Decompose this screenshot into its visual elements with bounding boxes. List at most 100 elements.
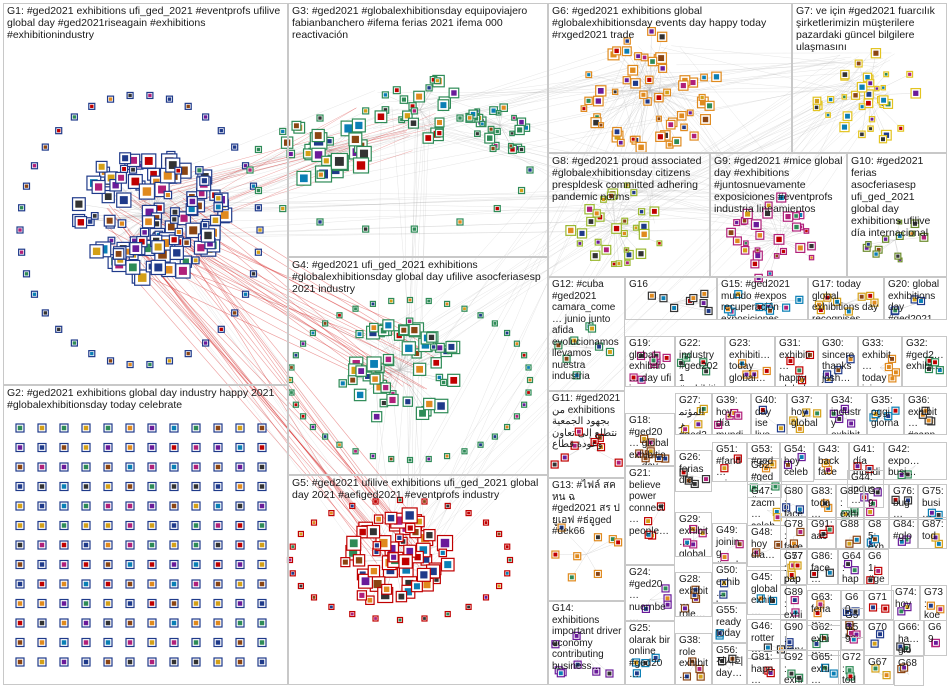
- node-avatar: [215, 601, 221, 606]
- node-avatar: [61, 542, 67, 548]
- node-avatar: [334, 156, 344, 166]
- node-avatar: [458, 116, 462, 120]
- node-avatar: [434, 577, 439, 582]
- group-panel-g29: G29: exhibit… global day…: [675, 512, 712, 557]
- node-avatar: [658, 55, 665, 62]
- node-avatar: [394, 88, 399, 93]
- cross-group-edge: [157, 205, 787, 224]
- cluster-edge: [644, 57, 651, 91]
- group-panel-g88: G88: [836, 517, 864, 549]
- node-avatar: [412, 528, 419, 536]
- node-avatar: [505, 425, 509, 429]
- node-avatar: [389, 396, 396, 404]
- node-avatar: [251, 272, 256, 276]
- node-avatar: [636, 54, 641, 59]
- node-avatar: [444, 561, 452, 569]
- node-avatar: [180, 214, 188, 222]
- group-panel-g79: G79: [864, 484, 889, 520]
- node-avatar: [374, 617, 377, 620]
- node-avatar: [256, 188, 261, 193]
- node-avatar: [215, 425, 221, 431]
- cluster-edge: [561, 527, 587, 555]
- node-avatar: [219, 128, 223, 133]
- node-avatar: [233, 145, 237, 149]
- node-avatar: [105, 425, 111, 431]
- node-avatar: [381, 590, 390, 600]
- node-avatar: [522, 353, 526, 357]
- cross-group-edge: [644, 92, 890, 202]
- group-label: G18: #ged20… global exhibitio… day 2021 …: [629, 415, 669, 465]
- group-label: G20: global exhibitions day #ged2021…: [888, 279, 943, 320]
- group-label: G21: believe power connect… people…: [629, 468, 670, 537]
- node-avatar: [427, 86, 431, 90]
- node-avatar: [493, 322, 497, 325]
- node-avatar: [83, 581, 89, 587]
- node-avatar: [215, 659, 221, 665]
- highlighted-edge: [128, 236, 394, 556]
- cross-group-edge: [416, 128, 772, 228]
- node-avatar: [149, 659, 155, 665]
- node-avatar: [108, 97, 113, 101]
- cluster-edge: [399, 369, 427, 412]
- node-avatar: [435, 79, 439, 83]
- node-avatar: [429, 567, 437, 576]
- cluster-edge: [827, 94, 869, 116]
- cross-group-edge: [769, 58, 867, 200]
- cluster-edge: [779, 197, 782, 241]
- node-avatar: [259, 425, 265, 431]
- group-panel-g15: G15: #ged2021 mundo #expos recuperación …: [717, 277, 808, 320]
- node-avatar: [423, 581, 431, 589]
- node-avatar: [115, 250, 122, 257]
- group-panel-g82: G82: exhi…: [836, 484, 864, 520]
- node-avatar: [481, 122, 484, 126]
- node-avatar: [193, 640, 199, 645]
- node-avatar: [641, 92, 646, 97]
- node-avatar: [127, 542, 133, 548]
- node-avatar: [256, 206, 261, 210]
- node-avatar: [153, 215, 160, 221]
- cross-group-edge: [417, 64, 640, 379]
- group-label: G65: exhi…: [811, 652, 833, 685]
- cross-group-edge: [117, 224, 377, 577]
- node-avatar: [193, 562, 199, 567]
- node-avatar: [657, 117, 661, 121]
- cross-group-edge: [647, 190, 758, 198]
- node-avatar: [314, 132, 322, 139]
- group-label: G12: #cuba #ged2021 camara_come… junio j…: [552, 279, 619, 382]
- node-avatar: [386, 566, 395, 575]
- node-avatar: [416, 518, 422, 525]
- node-avatar: [108, 359, 113, 363]
- cross-group-edge: [638, 46, 790, 211]
- cluster-edge: [614, 211, 642, 226]
- cluster-edge: [614, 185, 628, 226]
- node-avatar: [171, 562, 177, 567]
- cross-group-edge: [783, 95, 890, 214]
- cross-group-edge: [648, 82, 661, 228]
- node-avatar: [479, 313, 482, 317]
- cross-group-edge: [638, 59, 891, 192]
- node-avatar: [215, 562, 221, 567]
- node-avatar: [656, 95, 662, 100]
- group-label: G80: face…: [784, 486, 803, 517]
- group-panel-g14: G14: exhibitions important driver econom…: [548, 601, 625, 685]
- group-panel-g53: G53: #ged… #eve…: [747, 442, 780, 482]
- group-label: G66: ha… glo…: [898, 622, 920, 656]
- node-avatar: [391, 392, 395, 396]
- node-avatar: [154, 243, 162, 251]
- cluster-edge: [649, 89, 666, 136]
- node-avatar: [467, 511, 470, 515]
- node-avatar: [61, 484, 67, 489]
- node-avatar: [394, 516, 403, 525]
- node-avatar: [397, 535, 402, 540]
- node-avatar: [204, 231, 212, 240]
- node-avatar: [201, 178, 207, 184]
- node-avatar: [158, 250, 167, 259]
- group-label: G67: [868, 657, 887, 668]
- node-avatar: [402, 565, 411, 574]
- cross-group-edge: [390, 117, 424, 562]
- cluster-edge: [894, 222, 901, 241]
- group-panel-g38: G38: role exhibit…: [675, 633, 712, 685]
- node-avatar: [414, 350, 420, 356]
- node-avatar: [198, 190, 205, 197]
- cluster-edge: [579, 224, 616, 244]
